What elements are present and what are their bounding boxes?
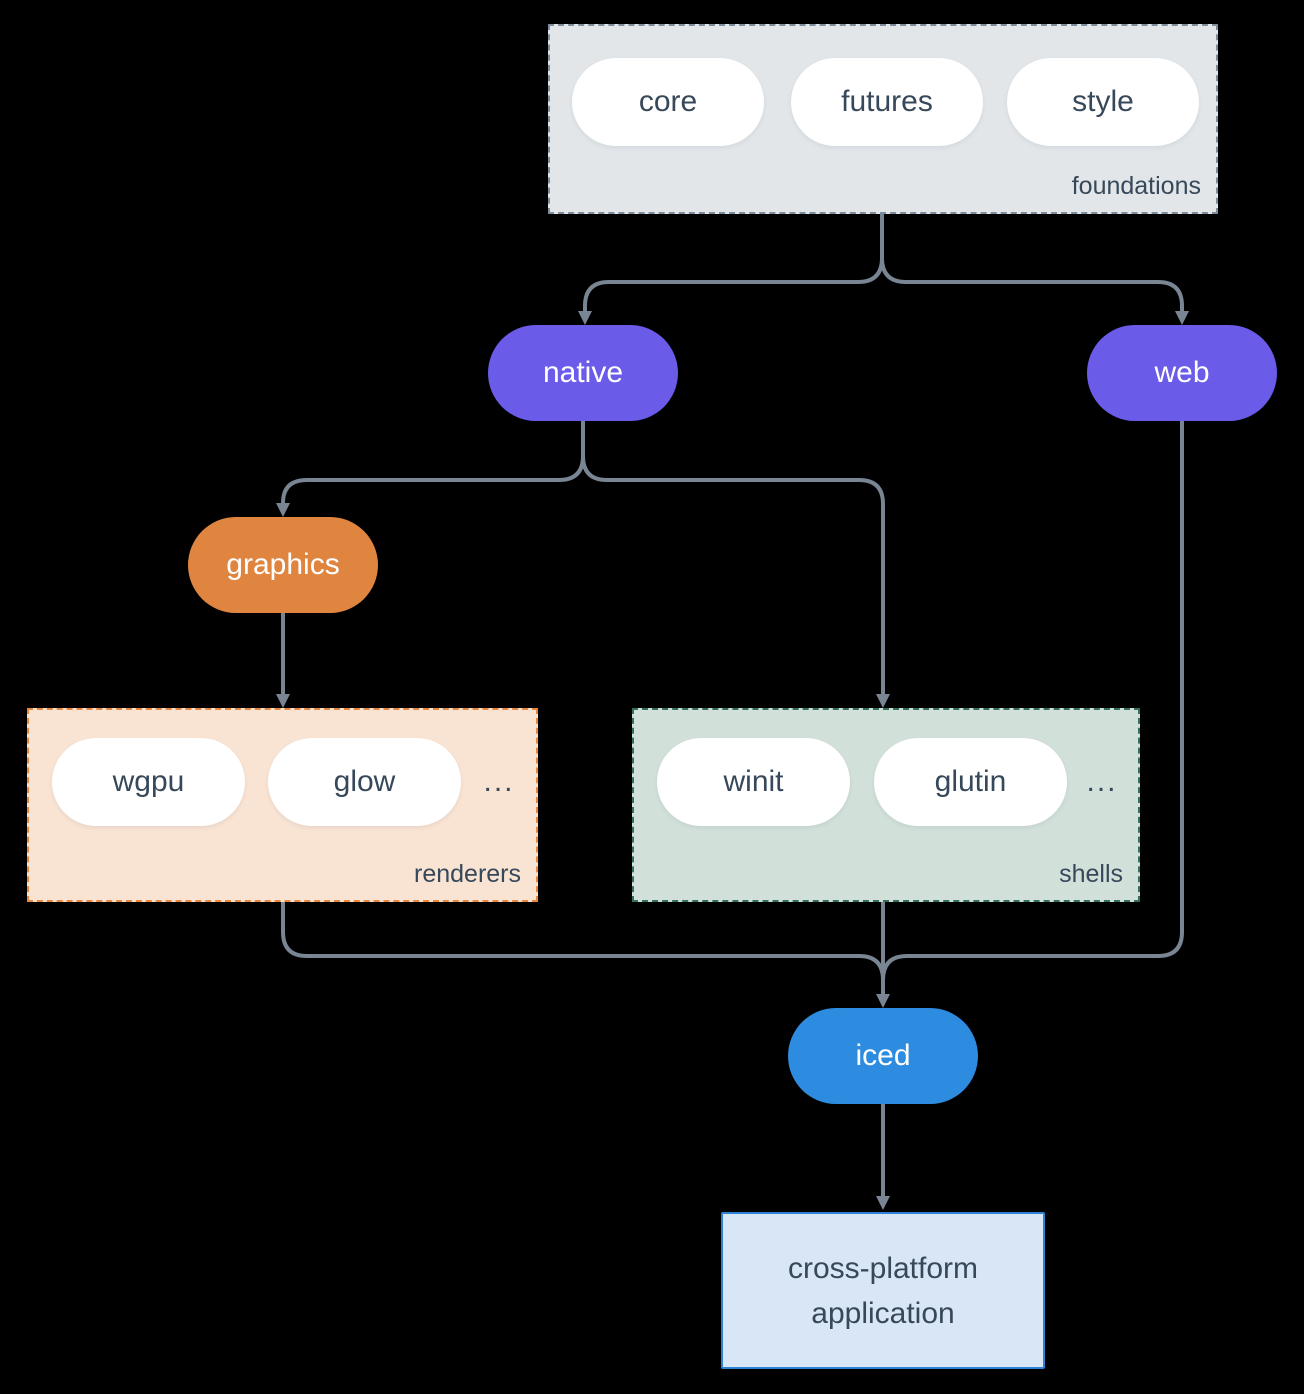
pill-style: style — [1007, 58, 1199, 146]
connector-foundations-native — [578, 214, 884, 325]
renderers-label: renderers — [414, 860, 521, 888]
connector-foundations-web — [880, 214, 1189, 325]
application-label-line2: application — [811, 1296, 955, 1330]
node-web: web — [1087, 325, 1277, 421]
shells-ellipsis: ... — [1086, 765, 1118, 798]
connector-renderers-iced — [281, 902, 885, 988]
pill-core: core — [572, 58, 764, 146]
group-foundations: core futures style foundations — [548, 24, 1218, 214]
connector-native-shells — [581, 420, 890, 708]
node-iced: iced — [788, 1008, 978, 1104]
node-graphics: graphics — [188, 517, 378, 613]
foundations-label: foundations — [1071, 172, 1201, 200]
connector-native-graphics — [276, 420, 585, 517]
pill-glow: glow — [268, 738, 461, 826]
pill-glutin: glutin — [874, 738, 1067, 826]
application-label-line1: cross-platform — [787, 1251, 979, 1285]
application-box: cross-platform application — [721, 1212, 1045, 1369]
pill-futures: futures — [791, 58, 983, 146]
pill-wgpu: wgpu — [52, 738, 245, 826]
renderers-ellipsis: ... — [483, 765, 515, 798]
shells-label: shells — [1059, 860, 1123, 888]
group-renderers: wgpu glow ... renderers — [27, 708, 538, 902]
group-shells: winit glutin ... shells — [632, 708, 1140, 902]
connector-web-iced — [881, 420, 1184, 988]
node-native: native — [488, 325, 678, 421]
pill-winit: winit — [657, 738, 850, 826]
